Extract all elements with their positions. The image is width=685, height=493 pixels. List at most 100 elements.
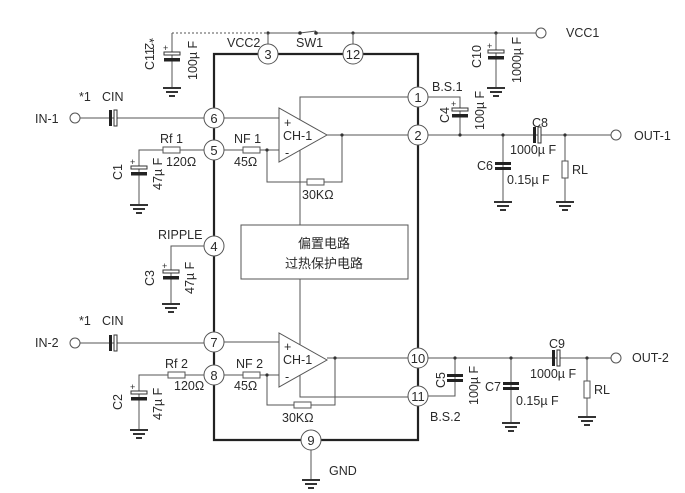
c8-value: 1000µ F	[510, 143, 556, 157]
junction-dot	[585, 356, 589, 360]
nf1-resistor	[242, 146, 261, 154]
out1-label: OUT-1	[634, 129, 671, 143]
block-label-bias: 偏置电路	[298, 236, 350, 252]
rf2-resistor	[167, 371, 186, 379]
sw1-contact	[314, 31, 318, 35]
c10-label: C10	[470, 45, 484, 68]
c4-label: C4	[438, 107, 452, 123]
noninverting-sign: +	[284, 340, 291, 354]
pin-4: 4	[203, 235, 225, 257]
ground-icon	[129, 429, 149, 439]
rf2-label: Rf 2	[165, 357, 188, 371]
bs2-label: B.S.2	[430, 410, 461, 424]
cin2-label: CIN	[102, 314, 124, 328]
rf1-resistor	[162, 146, 181, 154]
feedback2-resistor	[293, 401, 312, 409]
out2-terminal	[610, 352, 622, 364]
ground-icon	[162, 87, 182, 97]
ripple-label: RIPPLE	[158, 228, 202, 242]
c3-label: C3	[143, 270, 157, 286]
out2-label: OUT-2	[632, 351, 669, 365]
c5-label: C5	[434, 372, 448, 388]
opamp-ch1	[278, 107, 329, 163]
pin-9: 9	[300, 429, 322, 451]
ground-icon	[486, 87, 506, 97]
pin-5: 5	[203, 139, 225, 161]
rf1-value: 120Ω	[166, 155, 196, 169]
ground-icon	[555, 201, 575, 211]
c6-label: C6	[477, 159, 493, 173]
svg-text:11: 11	[411, 389, 425, 404]
nf1-value: 45Ω	[234, 155, 257, 169]
svg-text:4: 4	[210, 239, 217, 254]
in2-terminal	[69, 337, 81, 349]
nf2-value: 45Ω	[234, 379, 257, 393]
opamp-ch2	[278, 332, 329, 388]
feedback2-value: 30KΩ	[282, 411, 314, 425]
junction-dot	[265, 373, 269, 377]
in1-label: IN-1	[35, 112, 59, 126]
nf2-resistor	[242, 371, 261, 379]
rf2-value: 120Ω	[174, 379, 204, 393]
inverting-sign: -	[285, 146, 289, 160]
pin-12: 12	[342, 43, 364, 65]
svg-text:2: 2	[414, 128, 421, 143]
ground-icon	[129, 204, 149, 214]
c2-value: 47µ F	[151, 387, 165, 420]
junction-dot	[340, 133, 344, 137]
channel-label: CH-1	[283, 129, 312, 143]
in1-note: *1	[79, 90, 91, 104]
pin-3: 3	[257, 43, 279, 65]
rl2-label: RL	[594, 383, 610, 397]
junction-dot	[265, 148, 269, 152]
c6-value: 0.15µ F	[507, 173, 550, 187]
nf2-label: NF 2	[236, 357, 263, 371]
rl1-resistor	[561, 160, 569, 179]
pin-8: 8	[203, 364, 225, 386]
svg-text:12: 12	[346, 47, 360, 62]
pin-6: 6	[203, 107, 225, 129]
out1-terminal	[610, 129, 622, 141]
ground-icon	[301, 479, 321, 489]
in2-note: *1	[79, 314, 91, 328]
svg-text:5: 5	[210, 143, 217, 158]
rl1-label: RL	[572, 163, 588, 177]
junction-dot	[333, 356, 337, 360]
vcc1-terminal	[535, 27, 547, 39]
pin-1: 1	[407, 86, 429, 108]
svg-text:10: 10	[411, 351, 425, 366]
feedback1-resistor	[306, 178, 325, 186]
svg-text:7: 7	[210, 335, 217, 350]
c2-label: C2	[111, 394, 125, 410]
note2-label: *2	[142, 38, 156, 50]
in1-terminal	[69, 112, 81, 124]
pin-11: 11	[407, 385, 429, 407]
svg-text:3: 3	[264, 47, 271, 62]
cin1-label: CIN	[102, 90, 124, 104]
c1-value: 47µ F	[151, 157, 165, 190]
gnd-label: GND	[329, 464, 357, 478]
junction-dot	[563, 133, 567, 137]
block-label-thermal: 过热保护电路	[285, 256, 363, 272]
svg-text:8: 8	[210, 368, 217, 383]
pin-7: 7	[203, 331, 225, 353]
ground-icon	[161, 303, 181, 313]
ground-icon	[501, 422, 521, 432]
rl2-resistor	[583, 380, 591, 399]
sw1-label: SW1	[296, 36, 323, 50]
c11-value: 100µ F	[186, 40, 200, 80]
c4-value: 100µ F	[473, 90, 487, 130]
rf1-label: Rf 1	[160, 132, 183, 146]
vcc1-label: VCC1	[566, 26, 599, 40]
c1-label: C1	[111, 164, 125, 180]
ground-icon	[577, 416, 597, 426]
c3-value: 47µ F	[183, 261, 197, 294]
pin-2: 2	[407, 124, 429, 146]
in2-label: IN-2	[35, 336, 59, 350]
svg-text:1: 1	[414, 90, 421, 105]
junction-dot	[458, 133, 462, 137]
c5-value: 100µ F	[467, 365, 481, 405]
c7-label: C7	[485, 380, 501, 394]
c7-value: 0.15µ F	[516, 394, 559, 408]
